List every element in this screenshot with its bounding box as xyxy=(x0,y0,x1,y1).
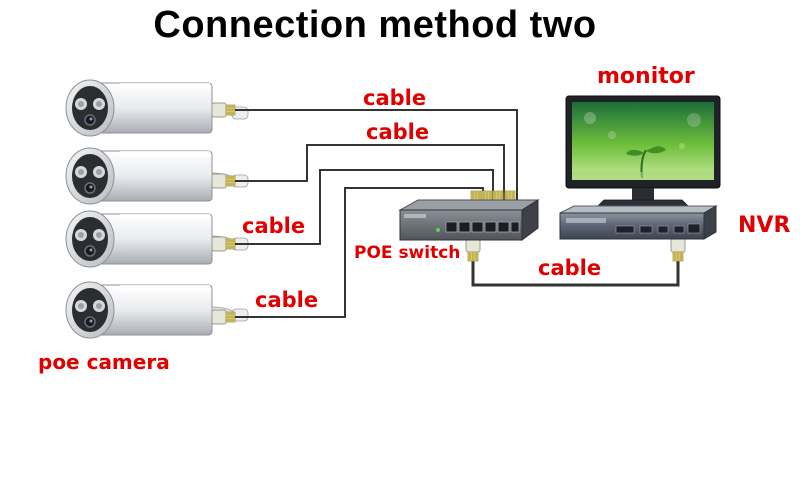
poe-camera-4 xyxy=(65,281,249,339)
cable-lines xyxy=(235,109,680,318)
nvr-icon xyxy=(559,205,718,240)
poe-camera-1 xyxy=(65,79,249,137)
cable-label-1: cable xyxy=(363,86,427,110)
cable-label-2: cable xyxy=(366,120,430,144)
cable-label-5: cable xyxy=(538,256,602,280)
cable-label-3: cable xyxy=(242,214,306,238)
rj45-connector-icon xyxy=(465,237,481,262)
nvr-label: NVR xyxy=(738,213,791,238)
poe-camera-label: poe camera xyxy=(38,350,170,374)
cable-line-5 xyxy=(471,245,680,287)
poe-switch-label: POE switch xyxy=(354,243,461,263)
monitor-label: monitor xyxy=(597,64,695,89)
cable-line-1 xyxy=(235,109,518,202)
rj45-connector-icon xyxy=(211,102,236,118)
diagram-title: Connection method two xyxy=(153,4,597,46)
cable-line-2 xyxy=(235,144,505,202)
monitor-icon xyxy=(565,95,721,209)
rj45-connector-icon xyxy=(211,309,236,325)
cable-label-4: cable xyxy=(255,288,319,312)
poe-camera-3 xyxy=(65,210,249,268)
poe-switch-icon xyxy=(398,199,540,241)
poe-camera-2 xyxy=(65,147,249,205)
cable-line-3 xyxy=(235,169,494,245)
rj45-connector-icon xyxy=(211,236,236,252)
rj45-connector-icon xyxy=(670,237,686,262)
rj45-connector-icon xyxy=(211,173,236,189)
